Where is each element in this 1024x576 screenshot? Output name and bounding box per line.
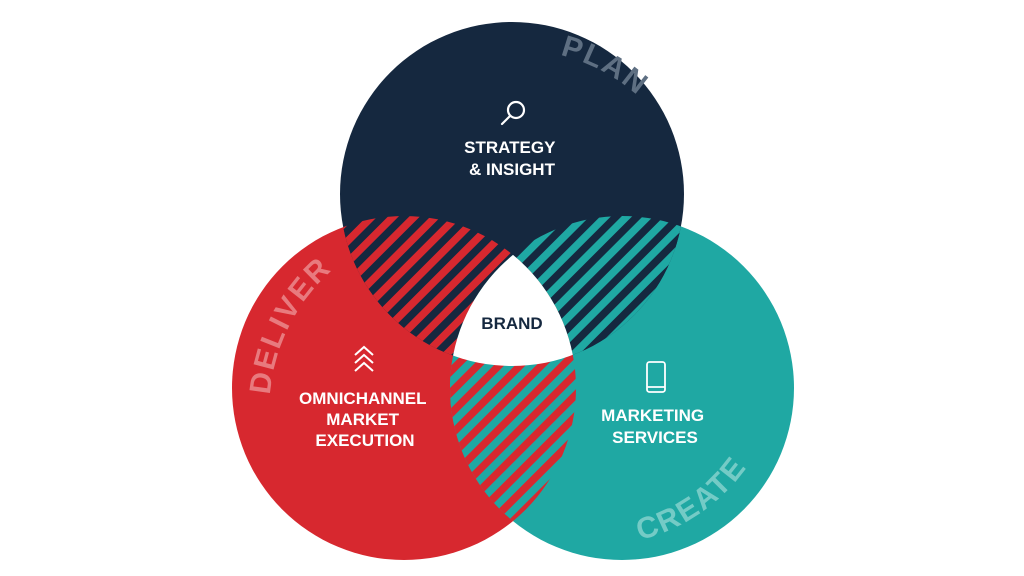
plan-title-line-1: STRATEGY	[464, 138, 556, 157]
create-title-line-1: MARKETING	[601, 406, 704, 425]
smartphone-icon	[646, 361, 666, 393]
chevrons-up-icon	[354, 345, 374, 372]
overlap-center	[450, 216, 576, 366]
brand-label: BRAND	[481, 314, 542, 333]
deliver-title-line-1: OMNICHANNEL	[299, 389, 426, 408]
create-title-line-2: SERVICES	[612, 428, 698, 447]
deliver-title-line-2: MARKET	[326, 410, 399, 429]
deliver-title: OMNICHANNEL MARKET EXECUTION	[299, 389, 431, 450]
deliver-title-line-3: EXECUTION	[315, 431, 414, 450]
magnifier-icon	[500, 100, 526, 126]
plan-title: STRATEGY & INSIGHT	[464, 138, 560, 179]
create-title: MARKETING SERVICES	[601, 406, 709, 447]
plan-title-line-2: & INSIGHT	[469, 160, 556, 179]
